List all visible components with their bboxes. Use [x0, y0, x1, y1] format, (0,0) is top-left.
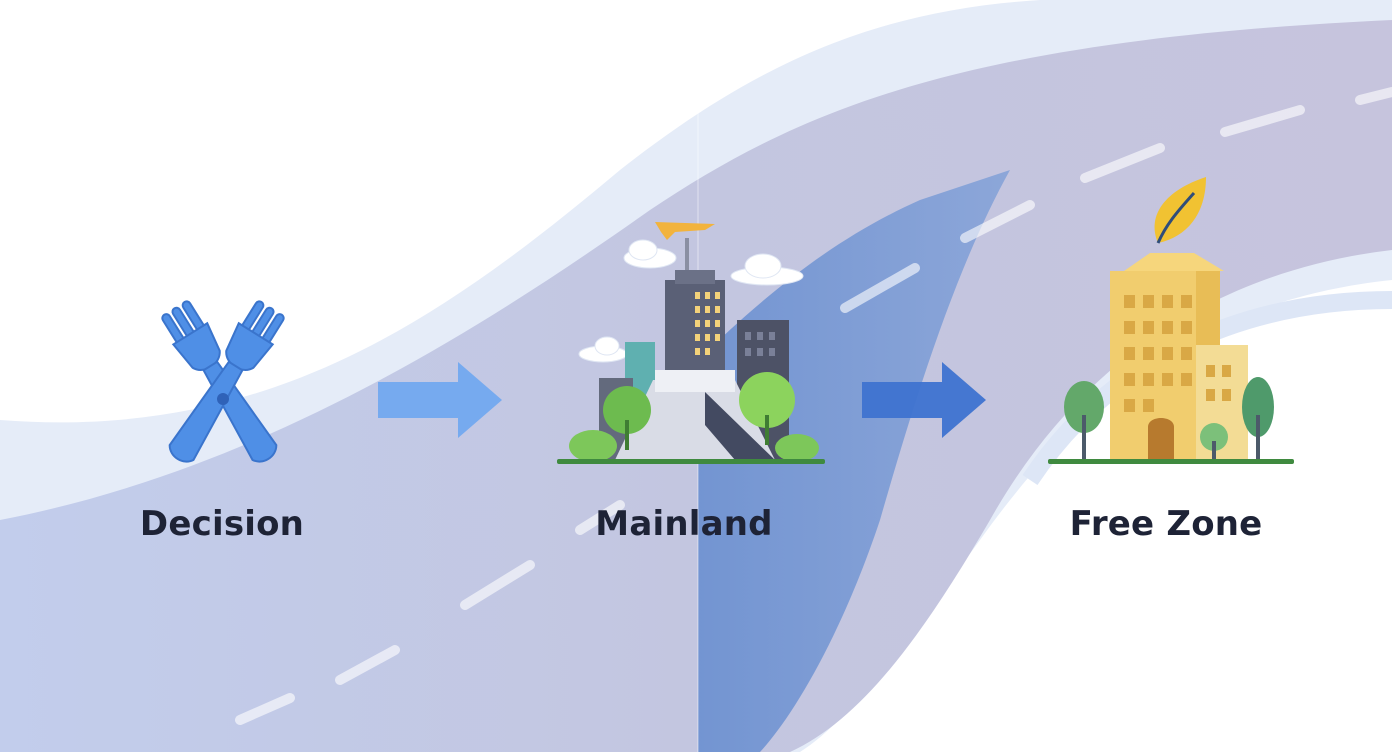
step-label-free-zone: Free Zone — [1069, 504, 1263, 544]
right-arrow-icon — [862, 362, 986, 438]
step-label-mainland: Mainland — [595, 504, 773, 544]
crossed-forks-icon — [161, 300, 285, 463]
step-label-decision: Decision — [139, 504, 305, 544]
green-building-icon — [1048, 177, 1294, 464]
city-skyline-icon — [557, 222, 825, 464]
right-arrow-icon — [378, 362, 502, 438]
